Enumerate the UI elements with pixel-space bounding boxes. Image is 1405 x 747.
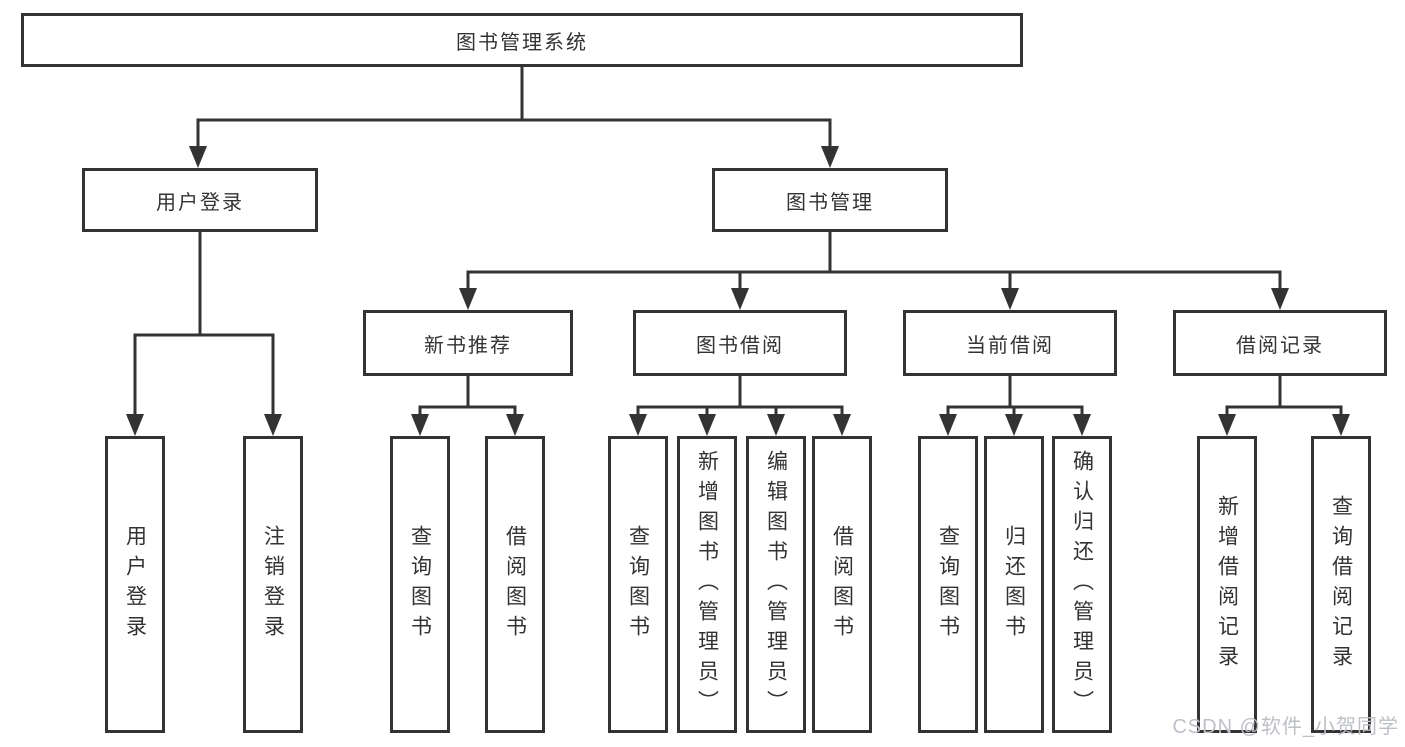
connector-lines (133, 67, 1343, 414)
leaf-recommend-query-books: 查询图书 (390, 436, 450, 733)
leaf-current-confirm-return: 确认归还（管理员） (1052, 436, 1112, 733)
node-borrow-records-label: 借阅记录 (1236, 334, 1324, 357)
node-current-borrow-label: 当前借阅 (966, 334, 1054, 357)
leaf-current-confirm-return-label: 确认归还（管理员） (1070, 449, 1094, 720)
node-book-borrow-label: 图书借阅 (696, 334, 784, 357)
csdn-watermark: CSDN @软件_小贺同学 (1172, 716, 1399, 738)
node-book-management-label: 图书管理 (786, 191, 874, 214)
node-root-label: 图书管理系统 (456, 31, 588, 54)
leaf-current-query-books: 查询图书 (918, 436, 978, 733)
node-book-management: 图书管理 (712, 168, 948, 232)
leaf-recommend-borrow-books: 借阅图书 (485, 436, 545, 733)
leaf-borrow-add-books-label: 新增图书（管理员） (695, 449, 719, 720)
node-new-book-recommend-label: 新书推荐 (424, 334, 512, 357)
leaf-borrow-borrow-books: 借阅图书 (812, 436, 872, 733)
node-book-borrow: 图书借阅 (633, 310, 847, 376)
leaf-user-login: 用户登录 (105, 436, 165, 733)
node-borrow-records: 借阅记录 (1173, 310, 1387, 376)
leaf-records-add-record-label: 新增借阅记录 (1215, 494, 1239, 675)
leaf-user-login-label: 用户登录 (123, 524, 147, 645)
leaf-current-return-books-label: 归还图书 (1002, 524, 1026, 645)
leaf-recommend-query-books-label: 查询图书 (408, 524, 432, 645)
node-root: 图书管理系统 (21, 13, 1023, 67)
arrowheads (126, 146, 1350, 436)
leaf-current-query-books-label: 查询图书 (936, 524, 960, 645)
leaf-borrow-edit-books-label: 编辑图书（管理员） (764, 449, 788, 720)
leaf-records-add-record: 新增借阅记录 (1197, 436, 1257, 733)
leaf-borrow-add-books: 新增图书（管理员） (677, 436, 737, 733)
leaf-current-return-books: 归还图书 (984, 436, 1044, 733)
node-user-login: 用户登录 (82, 168, 318, 232)
leaf-borrow-borrow-books-label: 借阅图书 (830, 524, 854, 645)
leaf-borrow-edit-books: 编辑图书（管理员） (746, 436, 806, 733)
leaf-borrow-query-books: 查询图书 (608, 436, 668, 733)
node-current-borrow: 当前借阅 (903, 310, 1117, 376)
leaf-records-query-record-label: 查询借阅记录 (1329, 494, 1353, 675)
leaf-logout-label: 注销登录 (261, 524, 285, 645)
node-new-book-recommend: 新书推荐 (363, 310, 573, 376)
leaf-logout: 注销登录 (243, 436, 303, 733)
leaf-records-query-record: 查询借阅记录 (1311, 436, 1371, 733)
node-user-login-label: 用户登录 (156, 191, 244, 214)
leaf-recommend-borrow-books-label: 借阅图书 (503, 524, 527, 645)
leaf-borrow-query-books-label: 查询图书 (626, 524, 650, 645)
